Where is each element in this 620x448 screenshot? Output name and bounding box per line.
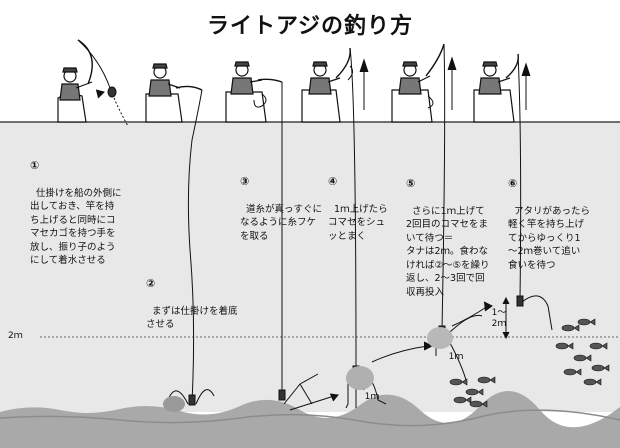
anglers <box>59 61 511 101</box>
fish-icon <box>583 378 602 386</box>
rod-2 <box>175 85 203 91</box>
step3-rig <box>278 82 339 411</box>
step-3-number: ③ <box>240 175 250 188</box>
step-2: ② まずは仕掛けを着底 させる <box>146 250 238 332</box>
step-2-text: まずは仕掛けを着底 させる <box>146 305 238 331</box>
fish-icon <box>573 354 592 362</box>
step-6-text: アタリがあったら 軽く竿を持ち上げ てからゆっくり1 ～2ｍ巻いて追い 食いを待… <box>508 205 591 271</box>
angler-1 <box>59 67 93 101</box>
angler-3 <box>230 61 263 95</box>
distance-1m-label-b: 1ｍ <box>448 352 464 362</box>
distance-1m-label-a: 1ｍ <box>364 392 380 402</box>
fish-icon <box>465 388 484 396</box>
fish-school <box>449 318 610 408</box>
angler-6 <box>478 61 511 95</box>
step-5-number: ⑤ <box>406 177 416 190</box>
chum-cloud-1 <box>163 396 185 412</box>
angler-2 <box>148 63 181 97</box>
rod-5 <box>425 43 445 77</box>
step6-rig <box>502 53 553 340</box>
fish-icon <box>577 318 596 326</box>
step-2-number: ② <box>146 277 156 290</box>
step1-rig <box>77 39 129 127</box>
step-1-text: 仕掛けを船の外側に 出しておき、竿を持 ち上げると同時にコ マセカゴを持つ手を … <box>30 187 122 267</box>
fish-icon <box>453 396 472 404</box>
step-1-number: ① <box>30 159 40 172</box>
diagram-title: ライトアジの釣り方 <box>206 14 414 39</box>
fish-icon <box>469 400 488 408</box>
chum-cloud-4 <box>346 366 374 390</box>
seabed <box>0 390 620 448</box>
depth-2m-label: 2ｍ <box>8 331 23 341</box>
water-area <box>0 122 620 412</box>
motion-arrows <box>253 56 531 110</box>
angler-5 <box>398 61 431 95</box>
fish-icon <box>555 342 574 350</box>
chum-cloud-5 <box>427 327 453 349</box>
rod-3 <box>257 78 283 83</box>
fish-icon <box>477 376 496 384</box>
step-5-text: さらに1ｍ上げて 2回目のコマセをま いて待つ＝ タナは2ｍ。食わな ければ②～… <box>406 205 490 298</box>
step-1: ① 仕掛けを船の外側に 出しておき、竿を持 ち上げると同時にコ マセカゴを持つ手… <box>30 132 122 268</box>
rod-6 <box>505 53 519 79</box>
step-6-number: ⑥ <box>508 177 518 190</box>
seabed-texture <box>0 409 620 427</box>
step-5: ⑤ さらに1ｍ上げて 2回目のコマセをま いて待つ＝ タナは2ｍ。食わな ければ… <box>406 150 490 299</box>
fish-icon <box>449 378 468 386</box>
step-4: ④ 1ｍ上げたら コマセをシュ ッとまく <box>328 148 388 243</box>
step-3: ③ 道糸が真っすぐに なるように糸フケ を取る <box>240 148 322 243</box>
step-4-text: 1ｍ上げたら コマセをシュ ッとまく <box>328 203 388 242</box>
rod-4 <box>335 47 351 79</box>
angler-4 <box>308 61 341 95</box>
step-3-text: 道糸が真っすぐに なるように糸フケ を取る <box>240 203 323 242</box>
step-4-number: ④ <box>328 175 338 188</box>
boat-hulls <box>57 89 515 123</box>
fish-icon <box>563 368 582 376</box>
fish-icon <box>589 342 608 350</box>
fish-icon <box>561 324 580 332</box>
fish-icon <box>591 364 610 372</box>
distance-1-2m-label: 1～ 2ｍ <box>491 308 507 329</box>
step-6: ⑥ アタリがあったら 軽く竿を持ち上げ てからゆっくり1 ～2ｍ巻いて追い 食い… <box>508 150 590 272</box>
